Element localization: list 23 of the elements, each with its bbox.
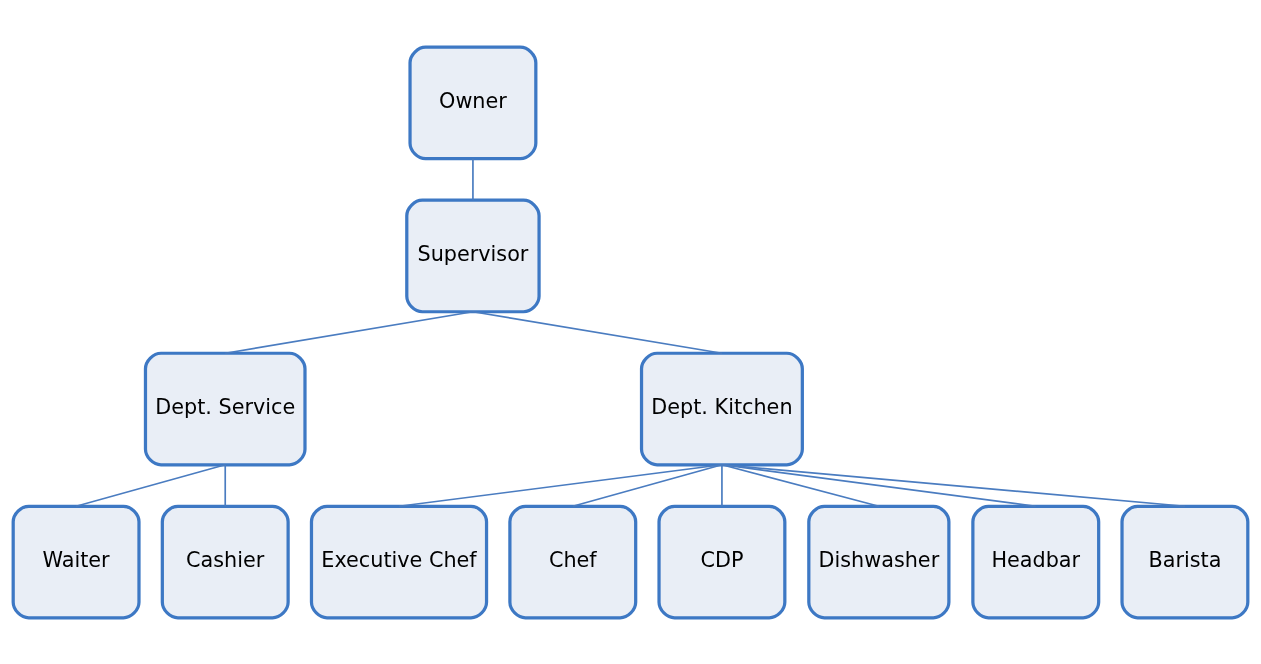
connector bbox=[721, 463, 723, 507]
node-box: Supervisor bbox=[405, 198, 541, 313]
connector bbox=[472, 310, 723, 354]
connector bbox=[721, 463, 1037, 507]
connector bbox=[224, 310, 474, 354]
node-box: Owner bbox=[408, 45, 538, 160]
node-box: Headbar bbox=[971, 504, 1101, 619]
node-box: Dept. Kitchen bbox=[639, 351, 804, 466]
node-box: Dishwasher bbox=[807, 504, 951, 619]
connector bbox=[472, 157, 474, 201]
node-box: Barista bbox=[1120, 504, 1250, 619]
connector bbox=[398, 463, 723, 507]
node-box: Waiter bbox=[11, 504, 141, 619]
connector bbox=[721, 463, 1186, 507]
connector bbox=[571, 463, 723, 507]
node-box: Chef bbox=[508, 504, 638, 619]
node-box: Cashier bbox=[160, 504, 290, 619]
connector bbox=[721, 463, 880, 507]
node-box: CDP bbox=[657, 504, 787, 619]
node-box: Executive Chef bbox=[309, 504, 489, 619]
node-box: Dept. Service bbox=[143, 351, 307, 466]
connector bbox=[224, 463, 227, 507]
connector bbox=[75, 463, 227, 507]
